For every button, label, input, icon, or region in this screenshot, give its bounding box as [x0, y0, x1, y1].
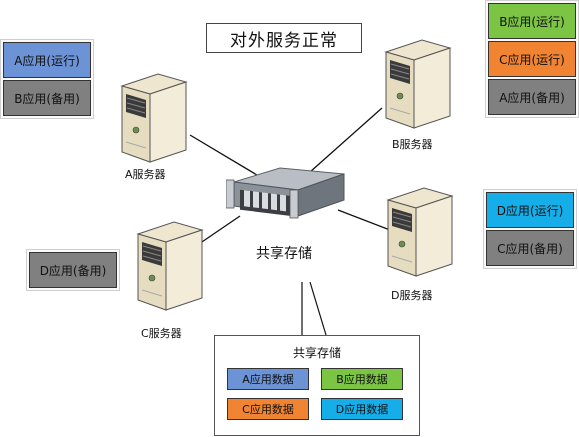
storage-callout-line-2 — [309, 281, 327, 336]
data-item-d: D应用数据 — [321, 398, 403, 420]
app-status-box: A应用(运行) — [3, 42, 91, 78]
server-a-icon — [118, 70, 190, 166]
app-status-box: A应用(备用) — [488, 79, 576, 115]
server-d-label: D服务器 — [391, 289, 433, 302]
storage-panel-title: 共享存储 — [292, 346, 341, 360]
app-group-d: D应用(运行)C应用(备用) — [483, 189, 577, 269]
app-group-b: B应用(运行)C应用(运行)A应用(备用) — [485, 0, 579, 118]
storage-rack-icon — [226, 167, 345, 219]
server-c-label: C服务器 — [141, 327, 182, 340]
app-status-box: C应用(运行) — [488, 41, 576, 77]
app-status-box: B应用(备用) — [3, 80, 91, 116]
app-status-box: C应用(备用) — [486, 230, 574, 266]
status-title: 对外服务正常 — [206, 23, 362, 53]
link-b-storage — [309, 107, 383, 173]
app-status-box: B应用(运行) — [488, 3, 576, 39]
link-c-storage — [195, 215, 241, 247]
link-a-storage — [189, 134, 263, 179]
server-b-icon — [382, 36, 454, 132]
server-a-label: A服务器 — [125, 168, 166, 181]
app-group-a: A应用(运行)B应用(备用) — [0, 39, 94, 119]
server-b-label: B服务器 — [392, 138, 433, 151]
server-d-icon — [384, 184, 456, 280]
app-status-box: D应用(备用) — [29, 252, 117, 288]
storage-detail-panel: 共享存储 A应用数据 B应用数据 C应用数据 D应用数据 — [214, 335, 420, 436]
storage-label: 共享存储 — [256, 246, 312, 262]
data-item-c: C应用数据 — [227, 398, 309, 420]
app-status-box: D应用(运行) — [486, 192, 574, 228]
data-item-a: A应用数据 — [227, 368, 309, 390]
app-group-c: D应用(备用) — [26, 249, 120, 291]
server-c-icon — [134, 218, 206, 314]
data-item-b: B应用数据 — [321, 368, 403, 390]
link-d-storage — [337, 209, 391, 231]
